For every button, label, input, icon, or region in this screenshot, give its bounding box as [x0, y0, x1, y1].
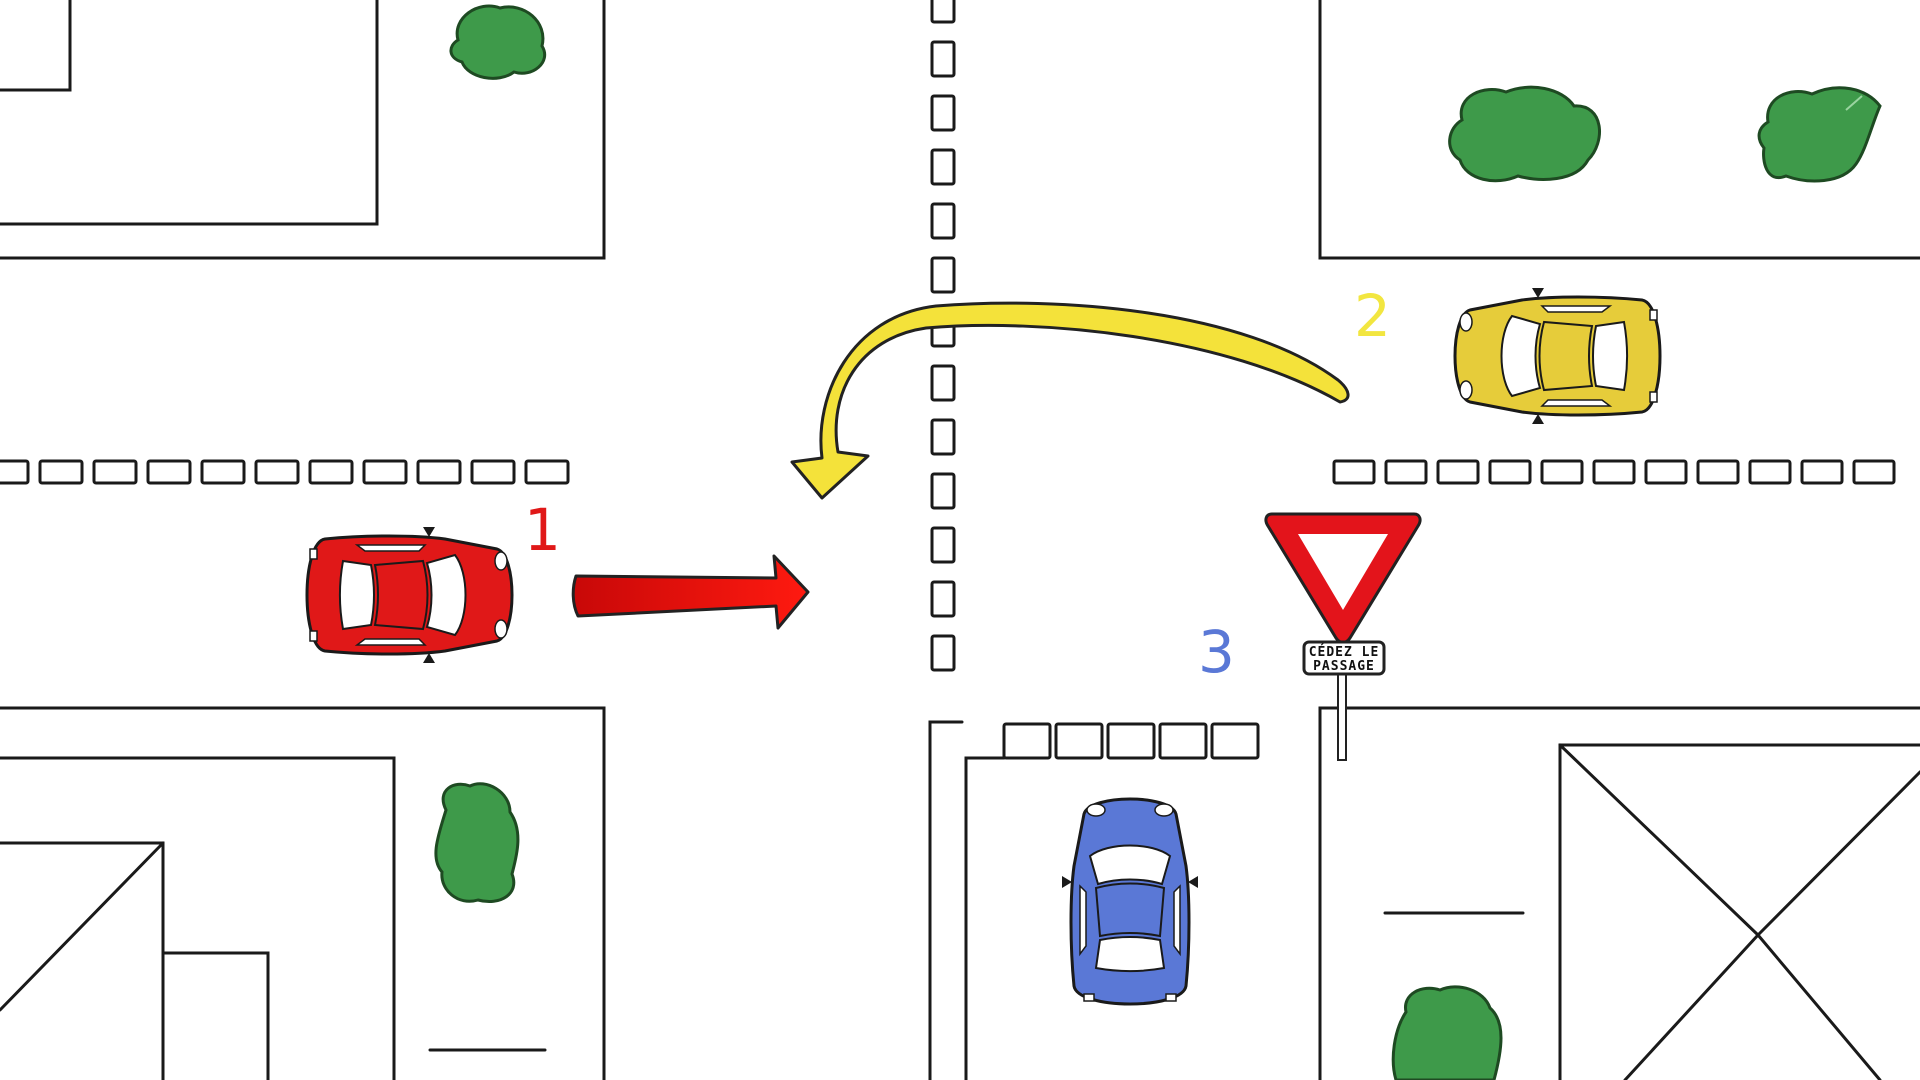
lane-dash	[38, 459, 84, 485]
lane-dash	[146, 459, 192, 485]
lane-dash	[1748, 459, 1792, 485]
tree-icon	[1448, 85, 1601, 183]
red-car	[305, 525, 514, 665]
yellow-car	[1453, 286, 1662, 426]
lane-dash	[1106, 722, 1156, 760]
block-bottom-left	[0, 706, 606, 1080]
lane-dash	[1800, 459, 1844, 485]
lane-dash	[930, 202, 956, 240]
dashed-line-east	[1332, 459, 1896, 485]
sign-text-line2: PASSAGE	[1313, 659, 1375, 674]
lane-dash	[1540, 459, 1584, 485]
yellow-turn-arrow	[790, 301, 1350, 500]
lane-dash	[1332, 459, 1376, 485]
lane-dash	[930, 634, 956, 672]
lane-dash	[1852, 459, 1896, 485]
stop-line-south	[1002, 722, 1260, 760]
vehicle-label-2: 2	[1354, 282, 1391, 350]
lane-dash	[930, 94, 956, 132]
tree-icon	[449, 4, 546, 80]
lane-dash	[0, 459, 30, 485]
sign-plate	[1302, 640, 1386, 676]
yield-sign: CÉDEZ LE PASSAGE	[1264, 512, 1422, 761]
lane-dash	[1158, 722, 1208, 760]
lane-dash	[524, 459, 570, 485]
lane-dash	[92, 459, 138, 485]
vehicle-label-1: 1	[524, 496, 561, 564]
dashed-line-north	[930, 0, 956, 672]
lane-dash	[930, 148, 956, 186]
dashed-line-west	[0, 459, 570, 485]
lane-dash	[1488, 459, 1532, 485]
lane-dash	[200, 459, 246, 485]
tree-icon	[1757, 86, 1882, 183]
lane-dash	[1210, 722, 1260, 760]
lane-dash	[930, 364, 956, 402]
lane-dash	[1054, 722, 1104, 760]
lane-dash	[930, 580, 956, 618]
lane-dash	[930, 526, 956, 564]
tree-icon	[434, 782, 520, 903]
lane-dash	[930, 256, 956, 294]
lane-dash	[416, 459, 462, 485]
vehicle-label-3: 3	[1198, 618, 1235, 686]
sign-text-line1: CÉDEZ LE	[1309, 644, 1380, 660]
lane-dash	[1002, 722, 1052, 760]
lane-dash	[1384, 459, 1428, 485]
sign-pole	[1337, 671, 1347, 761]
tree-icon	[1391, 985, 1503, 1080]
lane-dash	[1644, 459, 1688, 485]
block-top-right	[1318, 0, 1920, 260]
block-bottom-right	[1318, 706, 1920, 1080]
lane-dash	[930, 40, 956, 78]
blue-car	[1060, 797, 1200, 1006]
lane-dash	[1436, 459, 1480, 485]
lane-dash	[1592, 459, 1636, 485]
lane-dash	[308, 459, 354, 485]
lane-dash	[362, 459, 408, 485]
lane-dash	[930, 0, 956, 24]
lane-dash	[470, 459, 516, 485]
lane-dash	[254, 459, 300, 485]
block-top-left	[0, 0, 606, 260]
lane-dash	[930, 418, 956, 456]
red-straight-arrow	[571, 554, 810, 630]
lane-dash	[930, 472, 956, 510]
block-bottom-middle	[928, 720, 1006, 1080]
lane-dash	[1696, 459, 1740, 485]
